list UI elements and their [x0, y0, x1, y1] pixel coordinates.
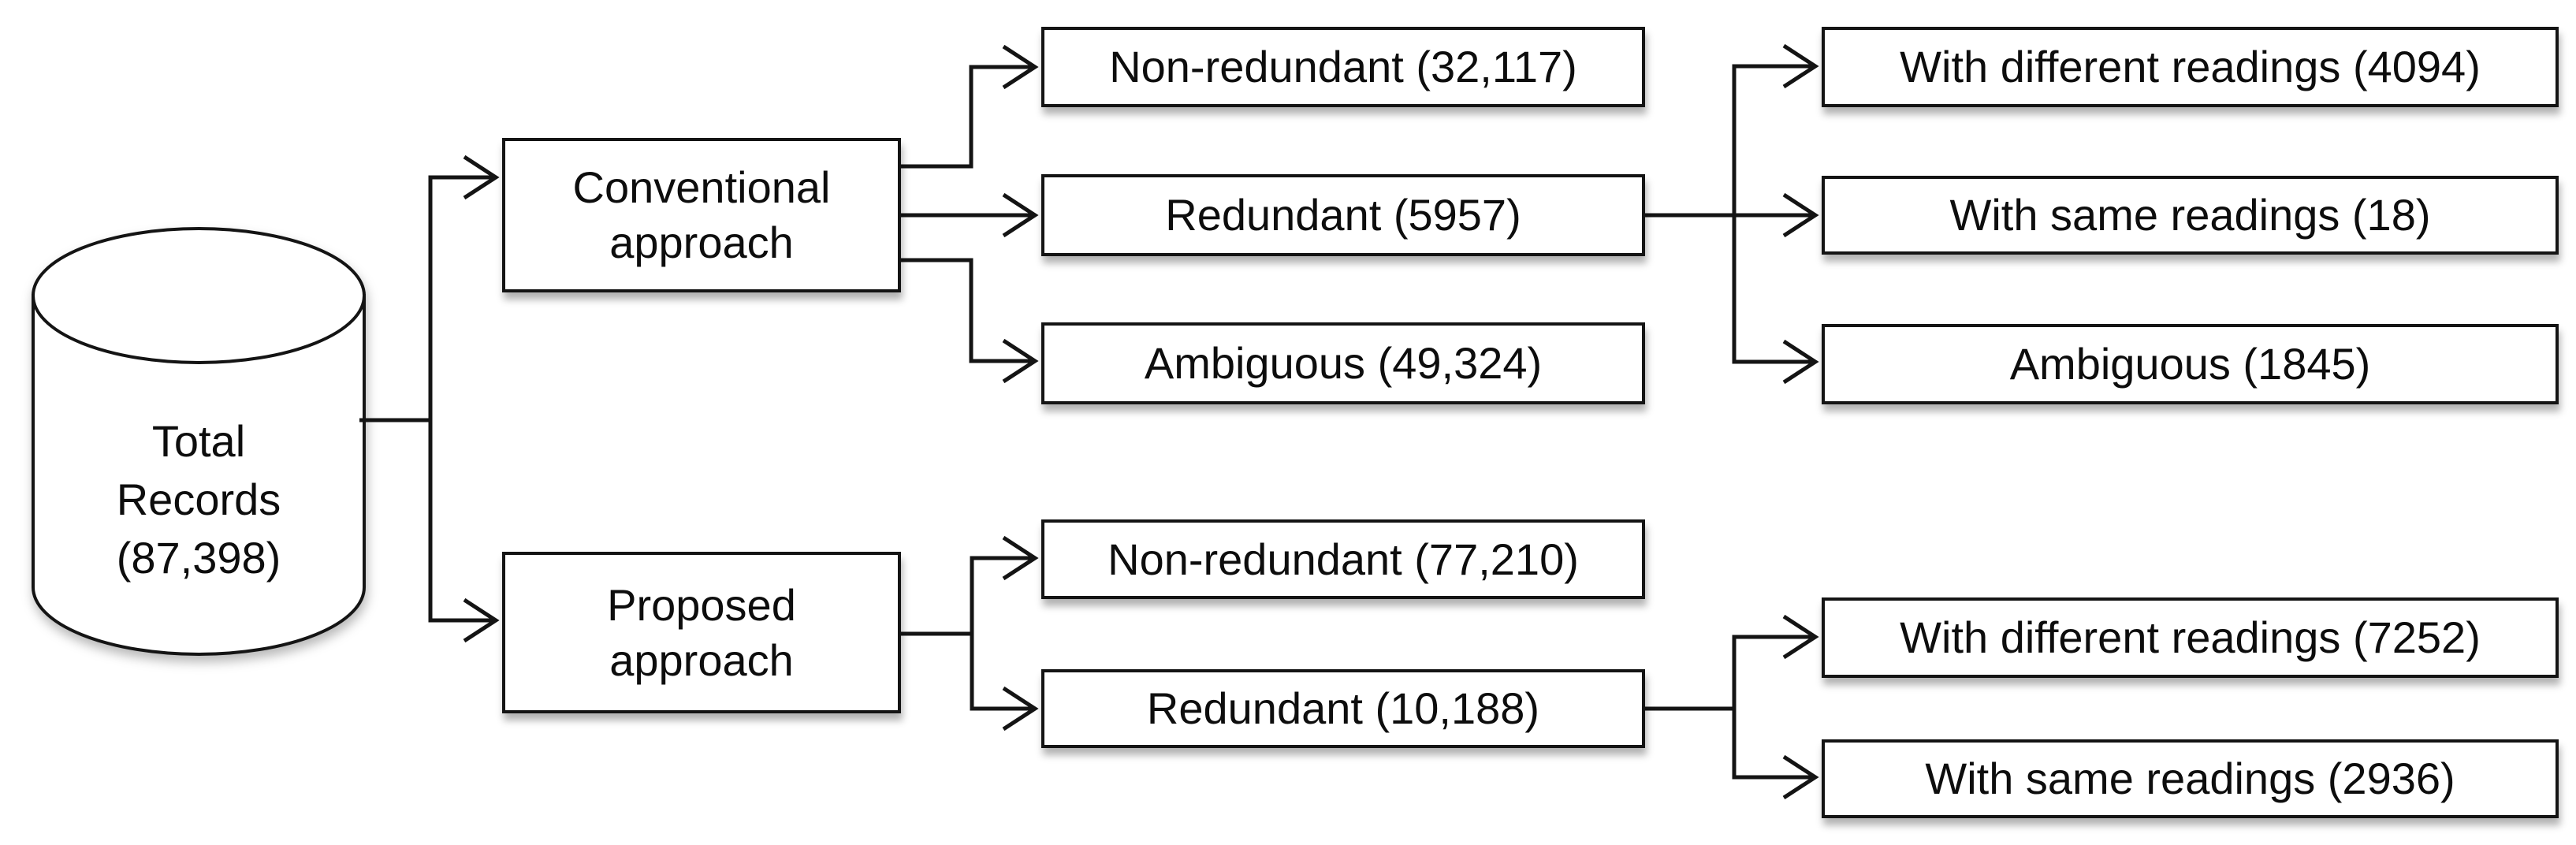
cylinder-top	[32, 227, 366, 364]
node-with-different-readings-7252: With different readings (7252)	[1822, 597, 2559, 678]
edge-total-to-conventional	[359, 154, 500, 422]
edge-redundant10188-to-same-readings	[1732, 709, 1819, 800]
with-same-readings-2936-label: With same readings (2936)	[1925, 754, 2455, 803]
total-records-count: (87,398)	[116, 533, 281, 583]
edge-total-to-proposed	[428, 420, 500, 643]
node-redundant-10188: Redundant (10,188)	[1041, 669, 1645, 748]
ambiguous-1845-label: Ambiguous (1845)	[2009, 339, 2371, 389]
edge-proposed-to-redundant	[970, 634, 1039, 731]
node-with-same-readings-2936: With same readings (2936)	[1822, 739, 2559, 818]
proposed-approach-line2: approach	[609, 635, 794, 685]
node-conventional-approach: Conventional approach	[502, 138, 901, 292]
total-records-line2: Records	[116, 475, 281, 524]
edge-redundant10188-to-different-readings	[1645, 614, 1819, 711]
conventional-approach-line2: approach	[609, 218, 794, 267]
node-with-same-readings-18: With same readings (18)	[1822, 176, 2559, 255]
edge-redundant5957-to-ambiguous	[1732, 215, 1819, 385]
cylinder-body	[32, 294, 366, 656]
ambiguous-49324-label: Ambiguous (49,324)	[1144, 338, 1543, 388]
with-same-readings-18-label: With same readings (18)	[1949, 190, 2431, 240]
node-total-records: Total Records (87,398)	[33, 412, 364, 587]
node-ambiguous-49324: Ambiguous (49,324)	[1041, 322, 1645, 404]
edge-redundant5957-to-different-readings	[1645, 43, 1819, 218]
node-proposed-approach: Proposed approach	[502, 552, 901, 713]
nonredundant-32117-label: Non-redundant (32,117)	[1109, 42, 1577, 91]
edge-conventional-to-ambiguous	[901, 258, 1039, 384]
conventional-approach-line1: Conventional	[572, 162, 831, 212]
proposed-approach-line1: Proposed	[607, 579, 796, 630]
edge-conventional-to-nonredundant	[901, 44, 1039, 169]
node-redundant-5957: Redundant (5957)	[1041, 174, 1645, 256]
nonredundant-77210-label: Non-redundant (77,210)	[1107, 534, 1579, 584]
node-with-different-readings-4094: With different readings (4094)	[1822, 27, 2559, 107]
database-cylinder	[32, 227, 366, 656]
with-different-readings-7252-label: With different readings (7252)	[1900, 612, 2481, 662]
node-nonredundant-77210: Non-redundant (77,210)	[1041, 519, 1645, 599]
redundant-5957-label: Redundant (5957)	[1165, 190, 1521, 240]
with-different-readings-4094-label: With different readings (4094)	[1900, 42, 2481, 91]
edge-proposed-to-nonredundant	[901, 535, 1039, 636]
node-ambiguous-1845: Ambiguous (1845)	[1822, 324, 2559, 404]
total-records-line1: Total	[151, 416, 246, 466]
node-nonredundant-32117: Non-redundant (32,117)	[1041, 27, 1645, 107]
redundant-10188-label: Redundant (10,188)	[1146, 683, 1540, 733]
